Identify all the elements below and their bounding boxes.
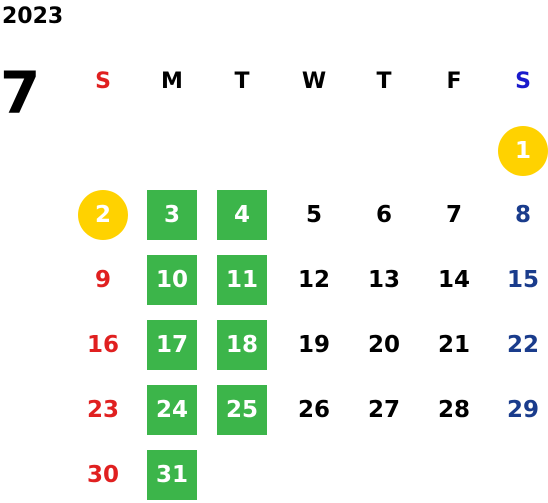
day-cell-7[interactable]: 7 <box>445 202 462 228</box>
day-cell-27[interactable]: 27 <box>367 397 400 423</box>
day-cell-28[interactable]: 28 <box>437 397 470 423</box>
day-cell-18[interactable]: 18 <box>217 320 267 370</box>
day-cell-9[interactable]: 9 <box>94 267 111 293</box>
day-cell-22[interactable]: 22 <box>506 332 539 358</box>
day-cell-6[interactable]: 6 <box>375 202 392 228</box>
day-cell-23[interactable]: 23 <box>86 397 119 423</box>
day-cell-25[interactable]: 25 <box>217 385 267 435</box>
day-cell-5[interactable]: 5 <box>305 202 322 228</box>
weekday-thu: T <box>376 69 392 94</box>
day-cell-10[interactable]: 10 <box>147 255 197 305</box>
day-cell-4[interactable]: 4 <box>217 190 267 240</box>
day-cell-31[interactable]: 31 <box>147 450 197 500</box>
day-cell-26[interactable]: 26 <box>297 397 330 423</box>
weekday-tue: T <box>234 69 250 94</box>
weekday-sun: S <box>95 69 111 94</box>
day-cell-29[interactable]: 29 <box>506 397 539 423</box>
day-cell-24[interactable]: 24 <box>147 385 197 435</box>
month-label: 7 <box>0 59 41 127</box>
day-cell-13[interactable]: 13 <box>367 267 400 293</box>
day-cell-30[interactable]: 30 <box>86 462 119 488</box>
day-cell-15[interactable]: 15 <box>506 267 539 293</box>
day-cell-21[interactable]: 21 <box>437 332 470 358</box>
weekday-wed: W <box>301 69 327 94</box>
day-cell-12[interactable]: 12 <box>297 267 330 293</box>
day-cell-17[interactable]: 17 <box>147 320 197 370</box>
year-label: 2023 <box>2 4 64 29</box>
day-cell-8[interactable]: 8 <box>514 202 531 228</box>
weekday-mon: M <box>161 69 183 94</box>
day-cell-2[interactable]: 2 <box>78 190 128 240</box>
day-cell-19[interactable]: 19 <box>297 332 330 358</box>
weekday-fri: F <box>446 69 462 94</box>
day-cell-1[interactable]: 1 <box>498 126 548 176</box>
day-cell-14[interactable]: 14 <box>437 267 470 293</box>
weekday-sat: S <box>515 69 531 94</box>
day-cell-16[interactable]: 16 <box>86 332 119 358</box>
day-cell-11[interactable]: 11 <box>217 255 267 305</box>
day-cell-20[interactable]: 20 <box>367 332 400 358</box>
day-cell-3[interactable]: 3 <box>147 190 197 240</box>
